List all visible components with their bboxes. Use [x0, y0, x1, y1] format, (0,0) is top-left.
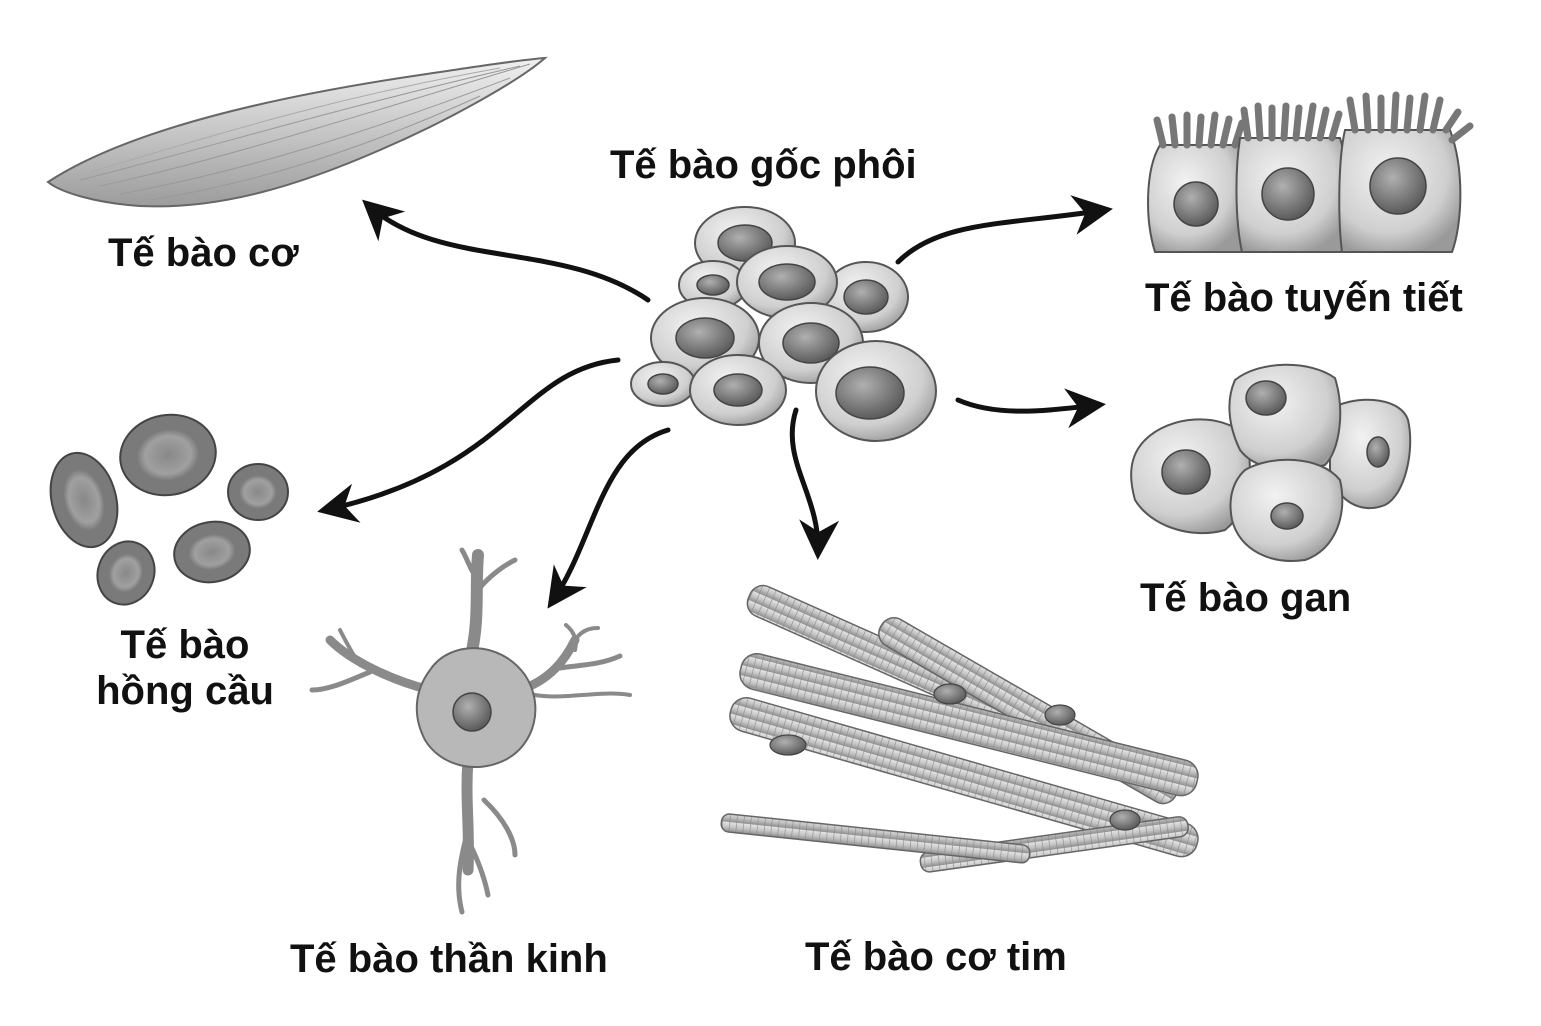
gland-cells-illustration [1147, 91, 1474, 253]
liver-cells-illustration [1130, 363, 1412, 562]
stem-cell [736, 245, 838, 319]
cardiac-fiber [739, 653, 1199, 797]
neuron-illustration [309, 547, 632, 915]
neuron-nucleus [452, 692, 492, 732]
liver-cell [1329, 398, 1412, 510]
red-blood-cell [119, 413, 217, 497]
cardiac-fiber [720, 813, 1031, 864]
gland-cell [1338, 91, 1474, 253]
stem-cell [815, 340, 937, 442]
label-cardiac-cell: Tế bào cơ tim [805, 935, 1067, 979]
red-blood-cells-illustration [49, 413, 289, 606]
label-gland-cell: Tế bào tuyến tiết [1145, 276, 1463, 320]
arrow-to-gland-cell [895, 195, 1113, 265]
arrow-to-cardiac-cell [789, 407, 840, 560]
label-liver-cell: Tế bào gan [1140, 576, 1352, 620]
liver-cell [1130, 418, 1251, 535]
label-red-blood-cell: Tế bào hồng cầu [80, 622, 290, 714]
arrow-to-neuron [547, 427, 671, 609]
label-red-blood-cell-line2: hồng cầu [96, 669, 274, 713]
cardiac-nucleus [1109, 809, 1141, 831]
gland-cell [1147, 111, 1246, 253]
cardiac-cells-illustration [720, 584, 1199, 873]
label-muscle-cell: Tế bào cơ [108, 231, 299, 275]
stem-cell [678, 260, 748, 310]
red-blood-cell [227, 463, 289, 521]
label-red-blood-cell-line1: Tế bào [120, 623, 250, 667]
arrow-to-liver-cell [955, 388, 1106, 429]
cardiac-nucleus [933, 683, 967, 705]
red-blood-cell [49, 451, 119, 549]
label-neuron: Tế bào thần kinh [290, 937, 608, 981]
red-blood-cell [173, 520, 251, 584]
gland-cell [1235, 102, 1349, 253]
stem-cell [689, 354, 787, 426]
liver-cell [1228, 363, 1342, 471]
red-blood-cell [96, 540, 156, 606]
arrow-to-red-blood-cell [317, 357, 621, 523]
stem-cell [630, 361, 696, 407]
cardiac-fiber [729, 697, 1199, 858]
label-embryonic-stem-cell: Tế bào gốc phôi [610, 143, 917, 187]
liver-cell [1229, 458, 1344, 562]
cardiac-nucleus [769, 734, 807, 756]
cardiac-nucleus [1044, 704, 1076, 726]
arrow-to-muscle-cell [362, 199, 651, 303]
embryonic-stem-cell-cluster [630, 206, 937, 442]
muscle-cell-illustration [46, 56, 548, 208]
